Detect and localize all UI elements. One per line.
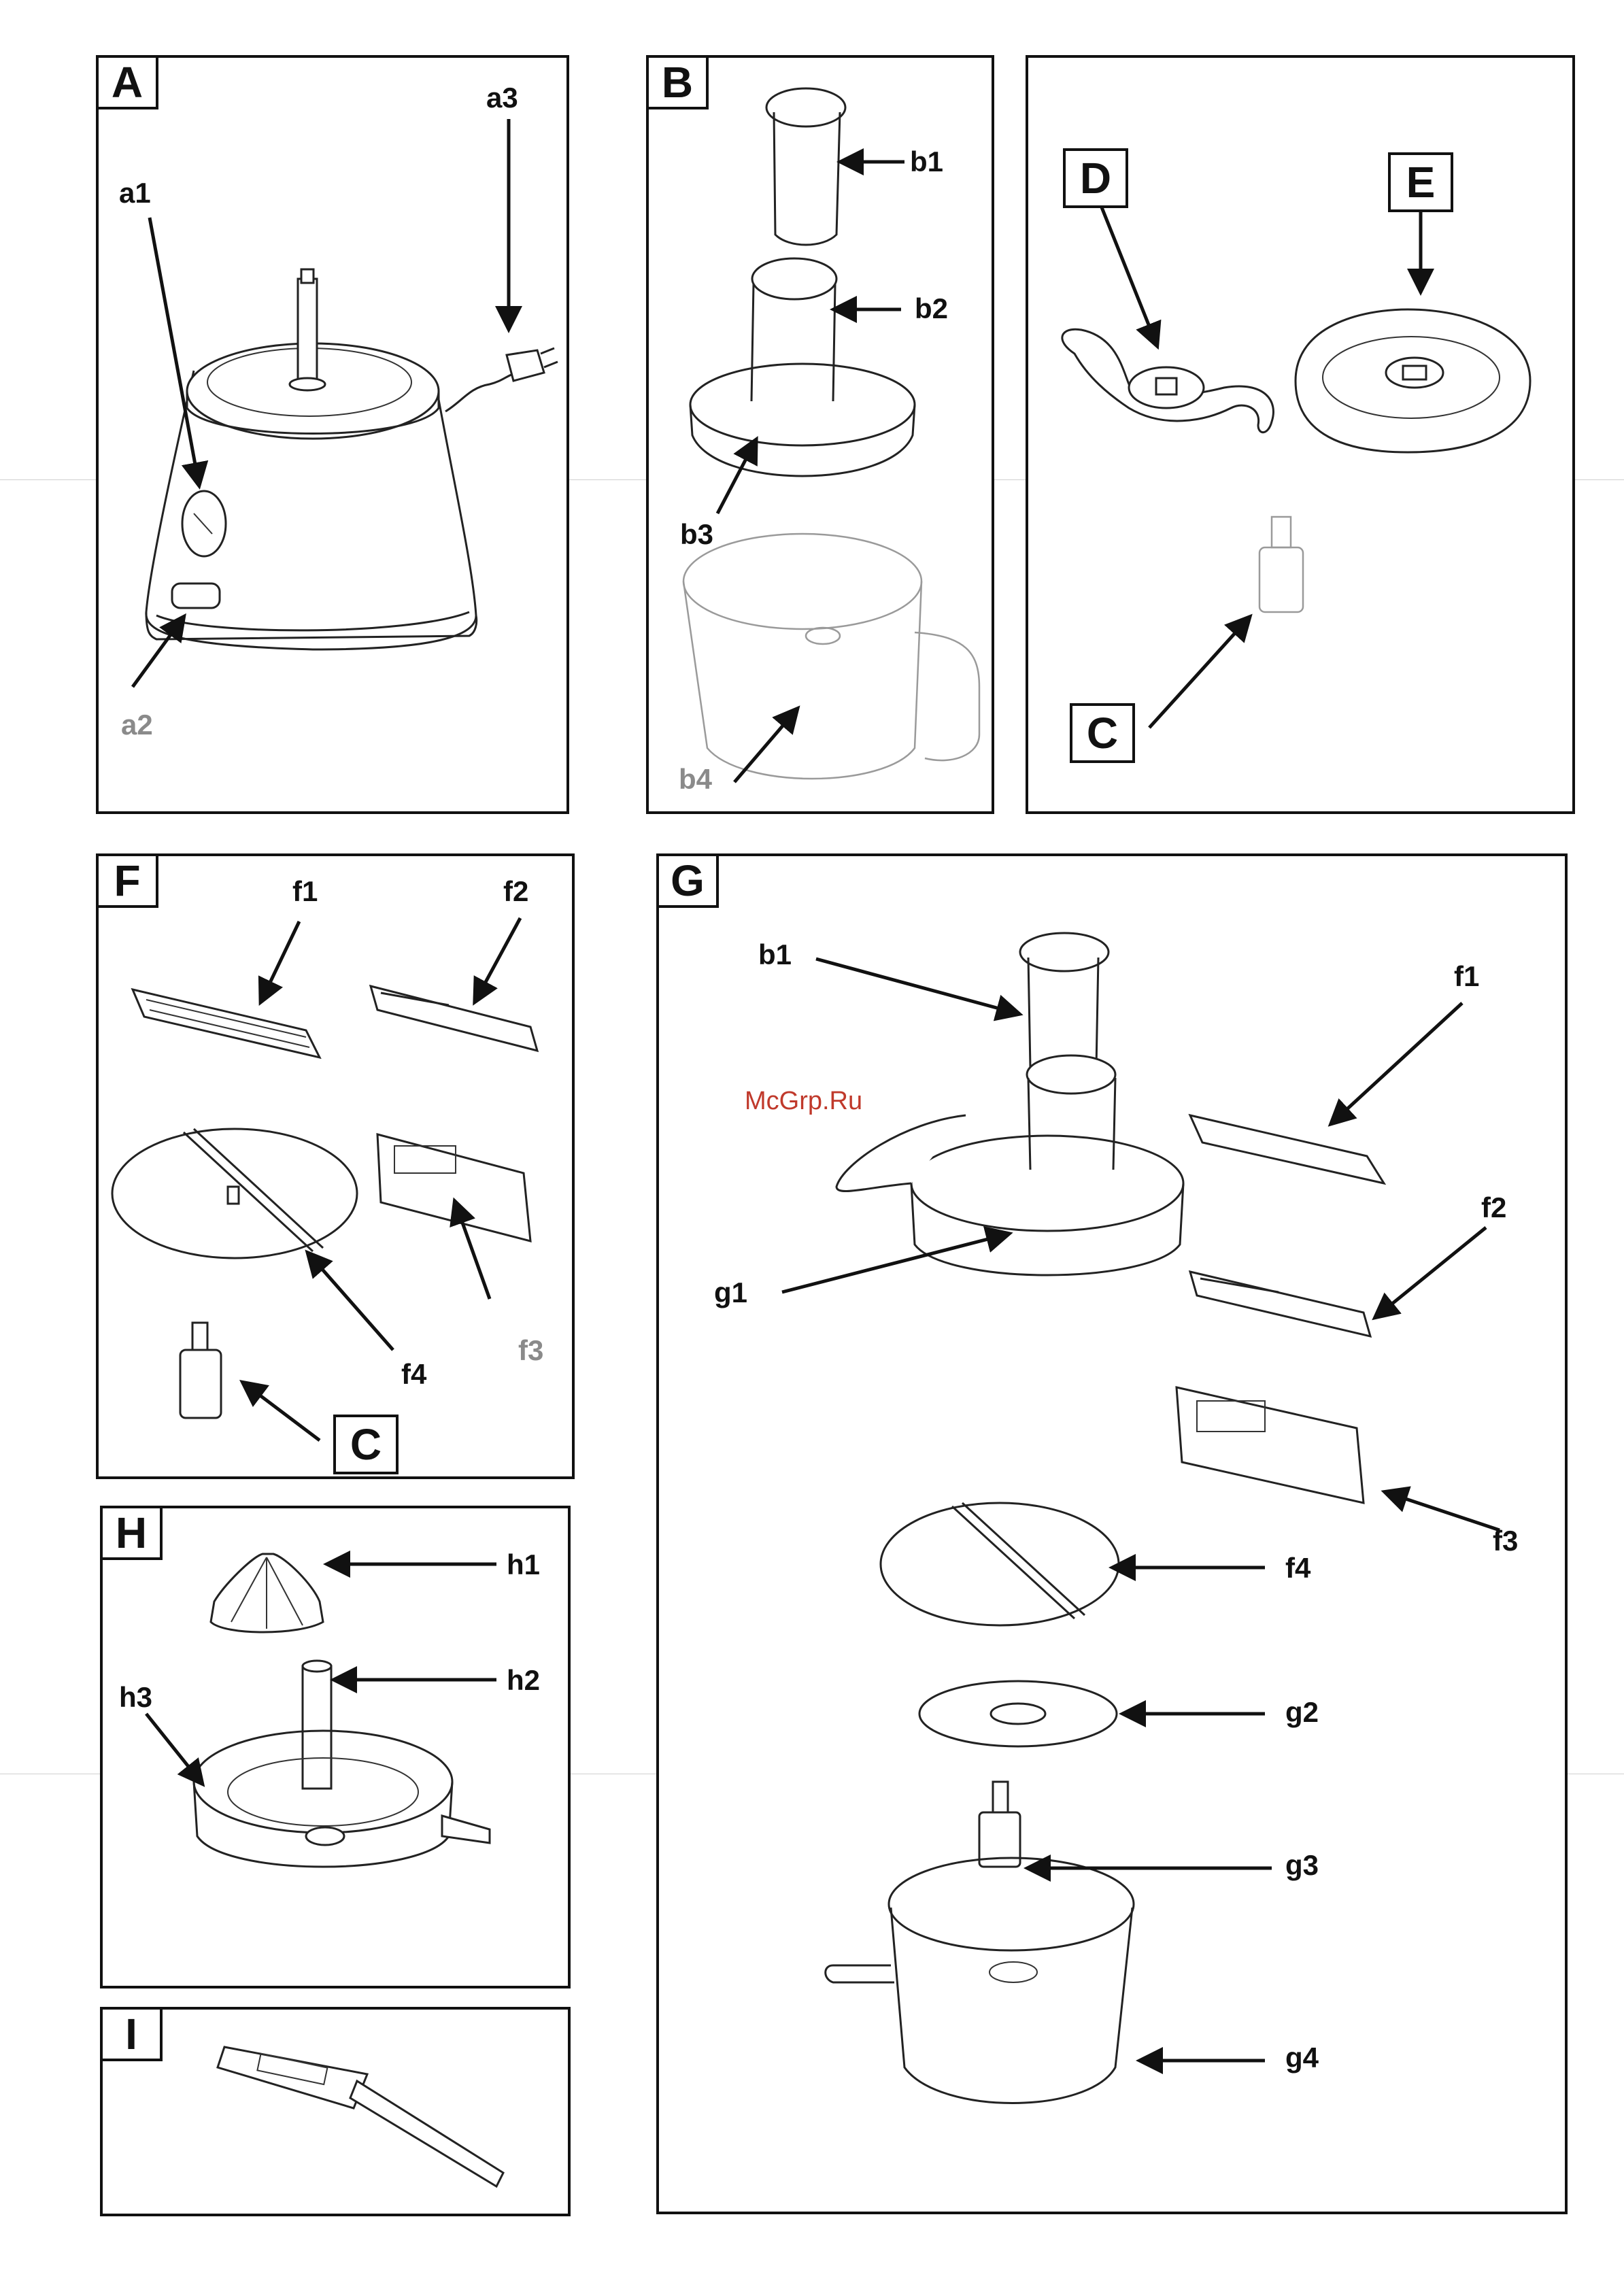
watermark: McGrp.Ru — [745, 1087, 862, 1116]
coupling-f-illustration — [180, 1323, 221, 1418]
label-f4: f4 — [401, 1358, 427, 1390]
arrow-f2 — [476, 918, 520, 1000]
spatula-illustration — [218, 2047, 503, 2186]
label-a2: a2 — [121, 709, 153, 741]
arrow-h3 — [146, 1714, 201, 1782]
insert-f3-illustration — [377, 1134, 530, 1241]
label-h2: h2 — [507, 1664, 540, 1696]
label-h1: h1 — [507, 1548, 540, 1580]
arrow-a1 — [150, 218, 199, 483]
arrow-d — [1102, 207, 1156, 343]
label-b4: b4 — [679, 763, 713, 795]
label-g-f2: f2 — [1481, 1191, 1506, 1223]
label-f3: f3 — [518, 1334, 543, 1366]
arrow-b4 — [734, 711, 796, 782]
label-g-f1: f1 — [1454, 960, 1479, 992]
coupling-illustration — [1259, 517, 1303, 612]
exploded-assembly-illustration — [826, 933, 1384, 2103]
arrow-g-f2 — [1377, 1228, 1486, 1316]
label-g-f4: f4 — [1285, 1552, 1311, 1584]
label-g1: g1 — [714, 1276, 747, 1308]
label-b3: b3 — [680, 518, 713, 550]
label-b2: b2 — [915, 292, 948, 324]
label-g3: g3 — [1285, 1849, 1319, 1881]
label-b1: b1 — [910, 146, 943, 177]
motor-base-illustration — [146, 269, 558, 649]
insert-f1-illustration — [133, 989, 320, 1057]
label-a3: a3 — [486, 82, 518, 114]
label-g2: g2 — [1285, 1696, 1319, 1728]
label-h3: h3 — [119, 1681, 152, 1713]
bowl-and-lid-illustration — [683, 88, 979, 779]
arrow-g-b1 — [816, 959, 1017, 1013]
disc-f4-illustration — [112, 1129, 357, 1258]
insert-f2-illustration — [371, 986, 537, 1051]
label-f2: f2 — [503, 875, 528, 907]
label-g-f3: f3 — [1493, 1525, 1518, 1557]
arrow-g-f3 — [1387, 1493, 1500, 1530]
label-a1: a1 — [119, 177, 151, 209]
arrow-g1 — [782, 1234, 1006, 1292]
label-g-b1: b1 — [758, 938, 792, 970]
arrow-b3 — [717, 442, 755, 513]
arrow-f-c — [245, 1384, 320, 1440]
arrow-f4 — [309, 1255, 393, 1350]
knife-blade-illustration — [1062, 329, 1274, 432]
arrow-f1 — [262, 921, 299, 1000]
emulsifying-disc-illustration — [1296, 309, 1530, 452]
citrus-press-illustration — [194, 1554, 490, 1867]
arrow-c — [1149, 619, 1248, 728]
label-g4: g4 — [1285, 2042, 1319, 2074]
arrow-g-f1 — [1333, 1003, 1462, 1122]
label-f1: f1 — [292, 875, 318, 907]
